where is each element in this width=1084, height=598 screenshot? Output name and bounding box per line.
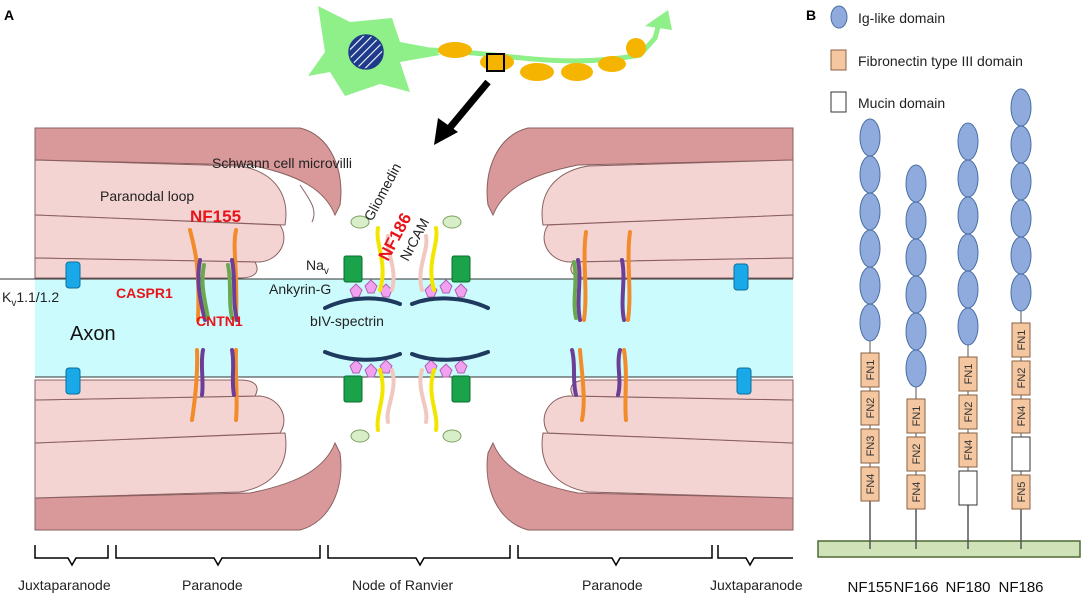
label-schwann: Schwann cell microvilli — [212, 155, 352, 171]
region-labels: Juxtaparanode Paranode Node of Ranvier P… — [18, 577, 803, 593]
ig-domain — [1010, 199, 1032, 238]
region-label: Juxtaparanode — [18, 577, 111, 593]
fn-domain-label: FN4 — [963, 440, 975, 461]
mucin-domain — [1011, 436, 1031, 472]
node-components — [323, 215, 490, 443]
label-kv: Kv1.1/1.2 — [2, 289, 59, 309]
label-nf155: NF155 — [190, 207, 241, 226]
region-label: Paranode — [182, 577, 243, 593]
isoform-label: NF186 — [998, 579, 1043, 596]
legend-label: Fibronectin type III domain — [858, 53, 1023, 69]
ig-domain — [957, 122, 979, 161]
schwann-cell-top — [34, 127, 794, 279]
region-brackets — [34, 545, 793, 567]
ig-domain — [859, 266, 881, 305]
fn-domain-label: FN4 — [865, 474, 877, 495]
fn-domain-label: FN1 — [911, 406, 923, 427]
ig-domain — [957, 307, 979, 346]
ig-domain — [859, 155, 881, 194]
ig-domain — [957, 196, 979, 235]
ig-domain — [1010, 273, 1032, 312]
neuron-illustration — [308, 6, 672, 145]
ig-domain — [905, 312, 927, 351]
schwann-cell-bottom — [34, 379, 794, 531]
ig-domain — [905, 201, 927, 240]
isoform-structures: FN4FN3FN2FN1NF155FN4FN2FN1NF166FN4FN2FN1… — [847, 88, 1044, 596]
isoform-label: NF180 — [945, 579, 990, 596]
ig-domain — [859, 303, 881, 342]
legend-ig-icon — [830, 5, 848, 29]
region-label: Node of Ranvier — [352, 577, 454, 593]
fn-domain-label: FN2 — [1016, 368, 1028, 389]
ig-domain — [957, 159, 979, 198]
label-nav: Nav — [306, 257, 329, 277]
ig-domain — [859, 118, 881, 157]
label-paranodal-loop: Paranodal loop — [100, 188, 194, 204]
label-cntn1: CNTN1 — [196, 313, 243, 329]
legend-fn-icon — [830, 49, 847, 71]
fn-domain-label: FN1 — [865, 360, 877, 381]
legend-label: Mucin domain — [858, 95, 945, 111]
legend-mucin-icon — [830, 91, 847, 113]
ig-domain — [905, 275, 927, 314]
label-caspr1: CASPR1 — [116, 285, 173, 301]
ig-domain — [905, 238, 927, 277]
ig-domain — [1010, 236, 1032, 275]
membrane-bar — [817, 540, 1081, 558]
ig-domain — [905, 349, 927, 388]
panel-a-letter: A — [4, 7, 14, 23]
label-axon: Axon — [70, 323, 116, 345]
fn-domain-label: FN1 — [963, 364, 975, 385]
fn-domain-label: FN4 — [911, 482, 923, 503]
ig-domain — [859, 229, 881, 268]
kv-channels — [65, 261, 752, 395]
isoform-label: NF166 — [893, 579, 938, 596]
fn-domain-label: FN4 — [1016, 406, 1028, 427]
nucleus-icon — [348, 34, 384, 70]
axon-band — [35, 279, 793, 377]
paranode-complexes — [188, 228, 632, 422]
fn-domain-label: FN2 — [911, 444, 923, 465]
fn-domain-label: FN5 — [1016, 482, 1028, 503]
isoform-label: NF155 — [847, 579, 892, 596]
mucin-domain — [958, 470, 978, 506]
region-label: Juxtaparanode — [710, 577, 803, 593]
fn-domain-label: FN2 — [963, 402, 975, 423]
region-label: Paranode — [582, 577, 643, 593]
zoom-arrow-icon — [434, 118, 458, 145]
ig-domain — [1010, 88, 1032, 127]
label-ankyrin: Ankyrin-G — [269, 281, 331, 297]
legend: Ig-like domain Fibronectin type III doma… — [830, 5, 1023, 113]
ig-domain — [1010, 162, 1032, 201]
panel-b-letter: B — [806, 7, 816, 23]
fn-domain-label: FN3 — [865, 436, 877, 457]
ig-domain — [957, 270, 979, 309]
fn-domain-label: FN1 — [1016, 330, 1028, 351]
ig-domain — [859, 192, 881, 231]
legend-label: Ig-like domain — [858, 10, 945, 26]
ig-domain — [1010, 125, 1032, 164]
ig-domain — [905, 164, 927, 203]
label-spectrin: bIV-spectrin — [310, 313, 384, 329]
ig-domain — [957, 233, 979, 272]
zoom-box — [486, 53, 505, 72]
fn-domain-label: FN2 — [865, 398, 877, 419]
